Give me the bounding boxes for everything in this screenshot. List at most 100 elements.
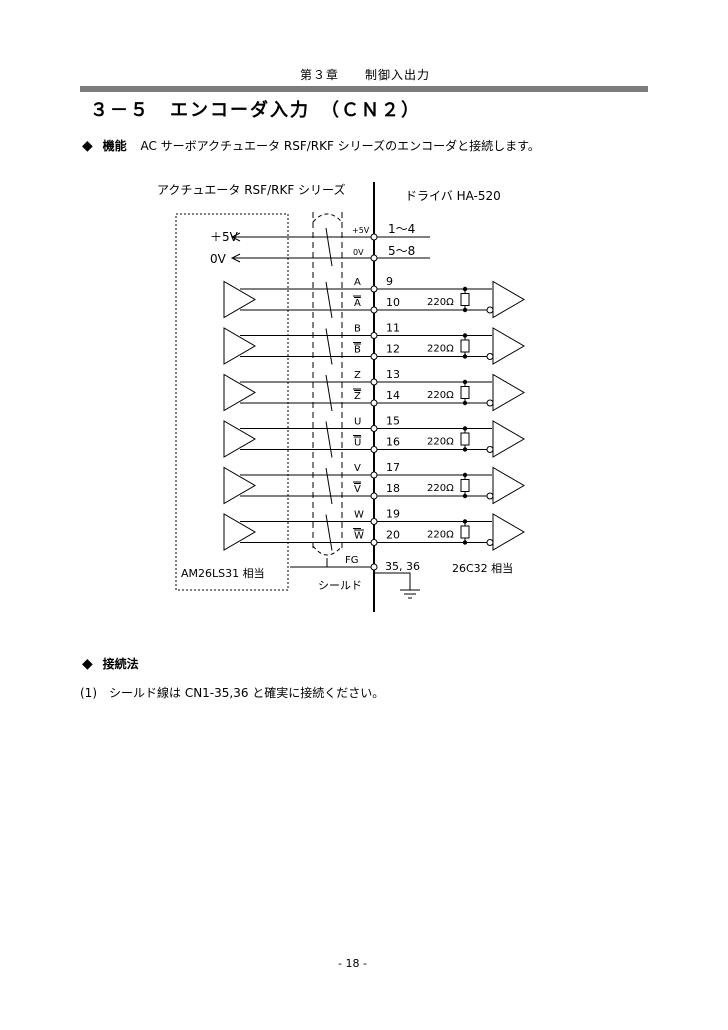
terminal [370, 446, 378, 453]
line-driver-icon [223, 466, 256, 505]
terminal [370, 492, 378, 500]
junction-dot [462, 426, 468, 431]
line-receiver-icon [492, 327, 525, 365]
resistor-label: 220Ω [427, 344, 454, 355]
resistor-icon [460, 339, 470, 353]
pin-number: 15 [386, 415, 400, 428]
junction-dot [462, 447, 468, 452]
resistor-icon [460, 386, 470, 399]
signal-label-inverted: B [354, 345, 361, 356]
signal-label: V [354, 463, 361, 474]
junction-dot [462, 333, 468, 338]
shield-label: シールド [318, 579, 362, 592]
term-5v [370, 233, 378, 241]
line-driver-icon [223, 513, 256, 551]
signal-label-inverted: A [354, 298, 361, 309]
pin-number: 11 [386, 322, 400, 335]
power-5v-label: ＋5V [210, 230, 239, 244]
receiver-ic: 26C32 相当 [452, 561, 513, 575]
power-0v-label: 0V [210, 252, 227, 266]
twisted-pair-marker [325, 328, 333, 365]
terminal [370, 425, 378, 432]
arrow-5v-icon [230, 232, 241, 242]
section-title: ３－５ エンコーダ入力 （ＣＮ２） [90, 100, 421, 121]
pin-number: 12 [386, 343, 400, 356]
connection-line: ◆ 接続法 [82, 655, 139, 672]
page-number: - 18 - [338, 957, 367, 970]
term-0v [370, 254, 378, 262]
terminal [370, 306, 378, 314]
line-driver-icon [223, 373, 256, 412]
signal-label: B [354, 324, 361, 335]
resistor-label: 220Ω [427, 530, 454, 541]
signal-label-inverted: V [354, 484, 361, 495]
line-receiver-icon [492, 280, 525, 319]
pin-number: 19 [386, 508, 400, 521]
terminal [370, 378, 378, 386]
junction-dot [462, 493, 468, 499]
terminal [370, 399, 378, 407]
inverting-input-bubble [486, 399, 494, 407]
connection-item: (1) シールド線は CN1-35,36 と確実に接続ください。 [80, 686, 385, 700]
resistor-icon [460, 525, 470, 539]
fg-label: FG [345, 555, 359, 566]
resistor-label: 220Ω [427, 297, 454, 308]
driver-label: ドライバ HA-520 [405, 189, 501, 203]
diamond-bullet-icon: ◆ [82, 138, 93, 154]
junction-dot [462, 540, 468, 545]
signal-label: U [354, 417, 361, 428]
function-text: AC サーボアクチュエータ RSF/RKF シリーズのエンコーダと接続します。 [140, 139, 540, 153]
term-fg [370, 563, 378, 571]
pin-number: 16 [386, 436, 400, 449]
resistor-icon [460, 293, 470, 306]
inverting-input-bubble [486, 306, 494, 314]
junction-dot [462, 286, 468, 292]
pins-5v: 1～4 [388, 222, 415, 236]
pin-number: 13 [386, 368, 400, 381]
twisted-pair-marker [325, 514, 333, 551]
pin-number: 17 [386, 461, 400, 474]
pin-number: 18 [386, 482, 400, 495]
function-line: ◆ 機能 AC サーボアクチュエータ RSF/RKF シリーズのエンコーダと接続… [82, 137, 540, 154]
ground-wire [374, 572, 411, 590]
twist-power [325, 227, 333, 267]
pins-0v: 5～8 [388, 244, 415, 258]
pin-number: 14 [386, 389, 400, 402]
signal-label-inverted: W [354, 531, 364, 542]
junction-dot [462, 307, 468, 313]
resistor-icon [460, 479, 470, 492]
terminal [370, 471, 378, 479]
pin-number: 10 [386, 296, 400, 309]
line-driver-icon [223, 420, 256, 458]
resistor-label: 220Ω [427, 483, 454, 494]
terminal [370, 518, 378, 525]
junction-dot [462, 519, 468, 524]
inverting-input-bubble [486, 446, 494, 453]
terminal [370, 285, 378, 293]
resistor-icon [460, 432, 470, 446]
pin-5v: +5V [352, 226, 370, 235]
shield-top [312, 213, 343, 223]
chapter-header: 第３章 制御入出力 [300, 68, 431, 82]
junction-dot [462, 472, 468, 478]
junction-dot [462, 379, 468, 385]
arrow-0v-icon [230, 253, 241, 263]
shield-bottom [312, 545, 343, 556]
terminal [370, 353, 378, 360]
pin-number: 9 [386, 275, 393, 288]
inverting-input-bubble [486, 353, 494, 360]
driver-ic: AM26LS31 相当 [181, 566, 265, 580]
function-label: 機能 [102, 139, 127, 153]
signal-label-inverted: U [354, 438, 361, 449]
inverting-input-bubble [486, 539, 494, 546]
resistor-label: 220Ω [427, 437, 454, 448]
fg-pins: 35, 36 [385, 560, 420, 573]
line-driver-icon [223, 327, 256, 365]
actuator-label: アクチュエータ RSF/RKF シリーズ [157, 182, 345, 197]
twisted-pair-marker [325, 467, 333, 505]
junction-dot [462, 354, 468, 359]
twisted-pair-marker [325, 421, 333, 458]
signal-label: A [354, 277, 361, 288]
terminal [370, 332, 378, 339]
connection-label: 接続法 [102, 657, 139, 671]
